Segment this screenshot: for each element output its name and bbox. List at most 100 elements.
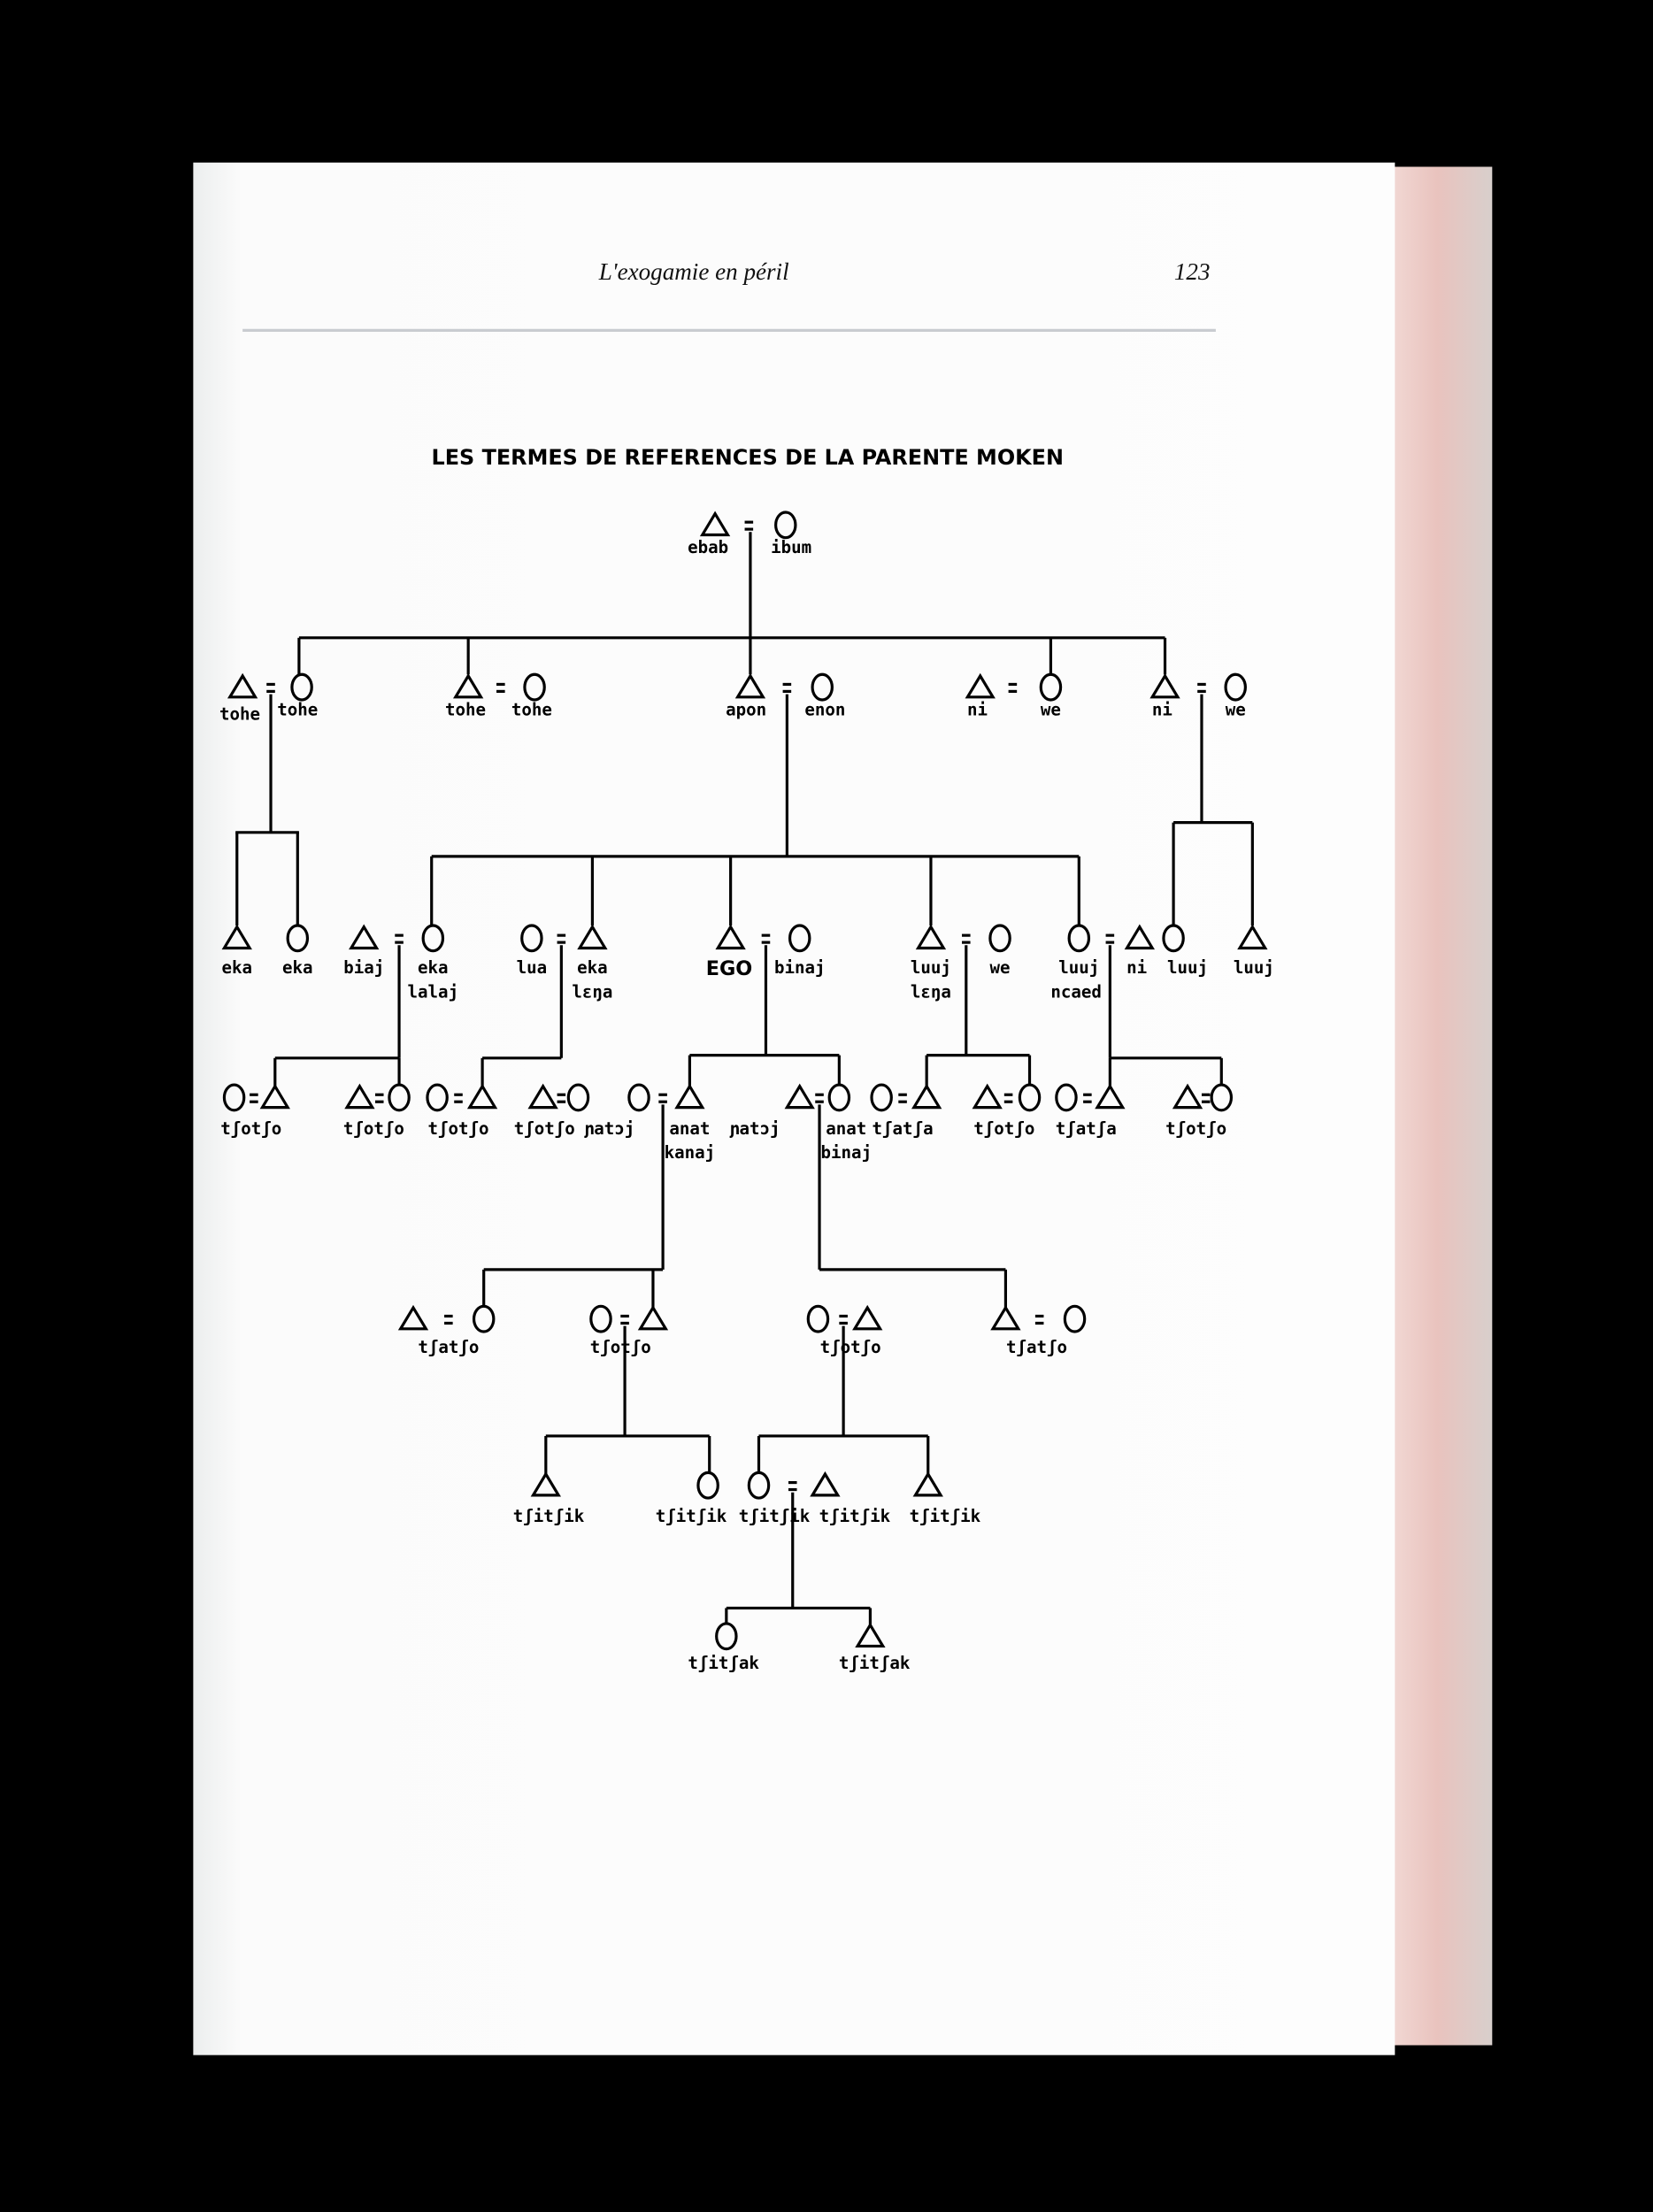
kin-term-label: eka bbox=[222, 957, 253, 978]
kin-term-label: anat bbox=[669, 1118, 710, 1139]
female-circle-icon bbox=[827, 1083, 851, 1112]
kinship-lines bbox=[235, 532, 1254, 1625]
female-circle-icon bbox=[388, 1083, 411, 1112]
kin-term-label: ɲatɔj bbox=[729, 1118, 780, 1139]
male-triangle-icon bbox=[349, 924, 380, 950]
female-circle-icon bbox=[696, 1471, 719, 1500]
kin-term-label: eka bbox=[282, 957, 313, 978]
running-title: L'exogamie en péril bbox=[598, 258, 789, 285]
female-circle-icon bbox=[1039, 672, 1063, 702]
kin-term-label: lɛŋa bbox=[572, 981, 612, 1002]
male-triangle-icon bbox=[466, 1083, 498, 1110]
kin-term-label: tʃatʃo bbox=[418, 1337, 479, 1357]
kin-term-label: ni bbox=[1126, 957, 1147, 978]
kin-term-label: biaj bbox=[343, 957, 384, 978]
male-triangle-icon bbox=[637, 1304, 669, 1331]
male-triangle-icon bbox=[397, 1304, 429, 1331]
male-triangle-icon bbox=[227, 672, 258, 699]
kin-term-label: tʃotʃo bbox=[220, 1118, 281, 1139]
female-circle-icon bbox=[1210, 1083, 1234, 1112]
kin-term-label: tʃatʃa bbox=[1056, 1118, 1117, 1139]
male-triangle-icon bbox=[1124, 924, 1155, 950]
female-circle-icon bbox=[222, 1083, 246, 1112]
kin-term-label: eka bbox=[577, 957, 608, 978]
male-triangle-icon bbox=[1172, 1083, 1203, 1110]
kin-term-label: eka bbox=[418, 957, 449, 978]
female-circle-icon bbox=[520, 924, 543, 953]
kin-term-label: we bbox=[1041, 700, 1061, 720]
female-circle-icon bbox=[523, 672, 546, 702]
kin-term-label: tʃatʃo bbox=[1006, 1337, 1067, 1357]
male-triangle-icon bbox=[915, 924, 947, 950]
male-triangle-icon bbox=[912, 1471, 943, 1497]
kin-term-label: tʃotʃo bbox=[590, 1337, 651, 1357]
diagram-title: LES TERMES DE REFERENCES DE LA PARENTE M… bbox=[432, 445, 1064, 470]
kin-term-label: ɲatɔj bbox=[584, 1118, 635, 1139]
male-triangle-icon bbox=[674, 1083, 705, 1110]
kin-term-label: ni bbox=[1152, 700, 1172, 720]
kin-term-label: ni bbox=[967, 700, 988, 720]
kin-term-label: tʃotʃo bbox=[343, 1118, 404, 1139]
ego-filled-triangle-icon bbox=[715, 924, 746, 950]
ego-label: EGO bbox=[706, 957, 752, 980]
kin-term-label: tʃitʃik bbox=[819, 1506, 891, 1526]
kin-term-label: tʃatʃa bbox=[873, 1118, 934, 1139]
kin-term-label: luuj bbox=[1167, 957, 1208, 978]
female-circle-icon bbox=[286, 924, 310, 953]
female-circle-icon bbox=[788, 924, 811, 953]
female-circle-icon bbox=[1055, 1083, 1078, 1112]
kin-term-label: luuj bbox=[911, 957, 951, 978]
kin-term-label: enon bbox=[804, 700, 845, 720]
kin-term-label: ebab bbox=[688, 537, 728, 557]
female-circle-icon bbox=[811, 672, 834, 702]
male-triangle-icon bbox=[965, 672, 996, 699]
kin-term-label: tʃotʃo bbox=[820, 1337, 881, 1357]
kin-term-label: tʃotʃo bbox=[973, 1118, 1034, 1139]
kin-term-label: tʃitʃak bbox=[839, 1653, 911, 1673]
male-triangle-icon bbox=[1149, 672, 1180, 699]
male-triangle-icon bbox=[852, 1304, 883, 1331]
female-circle-icon bbox=[472, 1304, 496, 1333]
female-circle-icon bbox=[1224, 672, 1247, 702]
male-triangle-icon bbox=[259, 1083, 290, 1110]
kin-term-label: tʃotʃo bbox=[514, 1118, 575, 1139]
male-triangle-icon bbox=[530, 1471, 561, 1497]
kin-term-label: tohe bbox=[219, 703, 260, 724]
kin-term-label: lua bbox=[517, 957, 548, 978]
female-circle-icon bbox=[715, 1622, 738, 1651]
male-triangle-icon bbox=[784, 1083, 815, 1110]
kin-term-label: anat bbox=[826, 1118, 866, 1139]
female-circle-icon bbox=[1162, 924, 1185, 953]
male-triangle-icon bbox=[577, 924, 608, 950]
kin-term-label: tʃitʃak bbox=[688, 1653, 759, 1673]
kin-term-label: tohe bbox=[445, 700, 486, 720]
female-circle-icon bbox=[627, 1083, 650, 1112]
male-triangle-icon bbox=[699, 511, 731, 537]
kin-term-label: binaj bbox=[774, 957, 826, 978]
female-circle-icon bbox=[1018, 1083, 1042, 1112]
kin-term-label: lɛŋa bbox=[911, 981, 951, 1002]
female-circle-icon bbox=[566, 1083, 590, 1112]
kin-term-label: we bbox=[990, 957, 1011, 978]
female-circle-icon bbox=[421, 924, 445, 953]
female-circle-icon bbox=[870, 1083, 893, 1112]
male-triangle-icon bbox=[972, 1083, 1003, 1110]
kin-term-label: apon bbox=[726, 700, 766, 720]
male-triangle-icon bbox=[734, 672, 766, 699]
male-triangle-icon bbox=[453, 672, 484, 699]
kinship-symbols bbox=[221, 511, 1268, 1651]
kinship-labels: ebab ibum tohe tohe tohe tohe apon enon ni we ni we… bbox=[219, 537, 1274, 1673]
male-triangle-icon bbox=[1095, 1083, 1126, 1110]
female-circle-icon bbox=[290, 672, 313, 702]
kin-term-label: tohe bbox=[511, 700, 552, 720]
kin-term-label: luuj bbox=[1234, 957, 1274, 978]
male-triangle-icon bbox=[855, 1622, 886, 1648]
kin-term-label: tohe bbox=[277, 700, 318, 720]
female-circle-icon bbox=[747, 1471, 771, 1500]
female-circle-icon bbox=[1067, 924, 1091, 953]
kin-term-label: we bbox=[1226, 700, 1246, 720]
male-triangle-icon bbox=[911, 1083, 942, 1110]
kin-term-label: ibum bbox=[771, 537, 811, 557]
male-triangle-icon bbox=[1237, 924, 1268, 950]
